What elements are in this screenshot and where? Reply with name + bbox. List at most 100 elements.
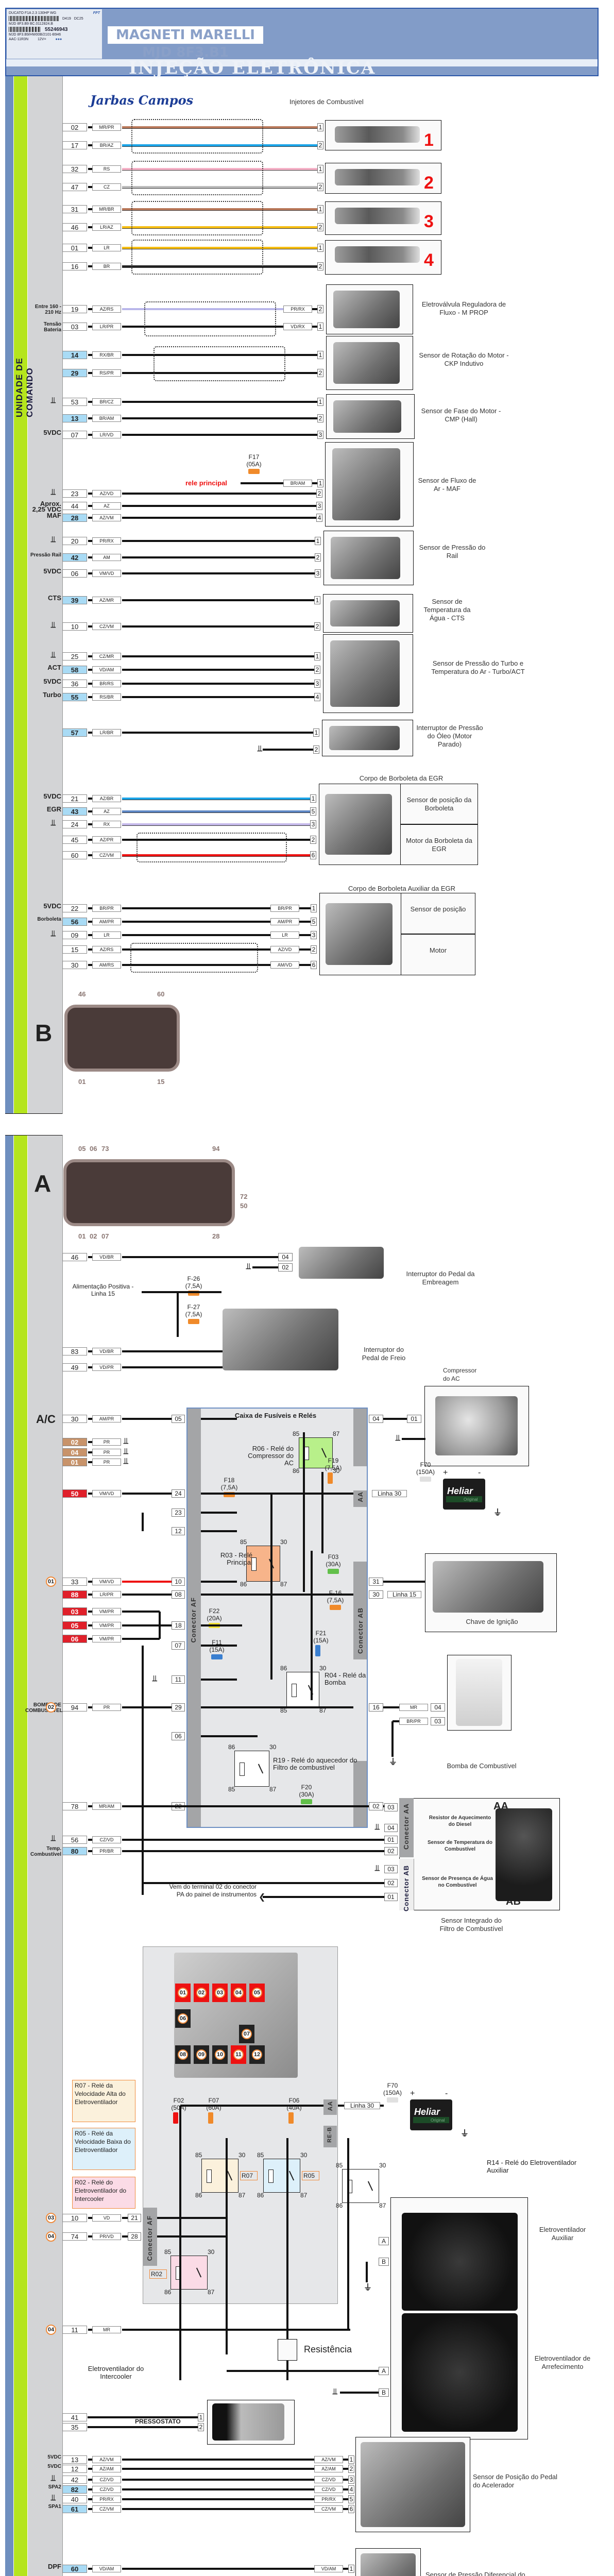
label-line4: AAC-11R3N — [9, 38, 28, 41]
wire — [122, 1366, 242, 1368]
slot-number: 07 — [242, 2029, 252, 2039]
pin-stub — [88, 2488, 92, 2490]
ecu-pin: 22 — [62, 904, 87, 912]
fuse-icon — [330, 1605, 341, 1610]
fuse-icon — [315, 1645, 320, 1656]
fuse-rating: (7,5A) — [325, 1464, 342, 1471]
sensor-photo — [330, 600, 400, 626]
section-divider — [5, 1135, 62, 1136]
terminal: 2 — [317, 183, 323, 191]
wire — [122, 964, 270, 966]
wire-color-label: RS — [92, 165, 121, 173]
pin-function-label: Pressão Rail — [30, 552, 61, 558]
wire — [402, 1438, 425, 1440]
wire — [122, 1706, 172, 1708]
pin-stub — [88, 126, 92, 128]
fuse-name: F18 — [224, 1477, 235, 1484]
ground-icon: ⫫ — [124, 1457, 128, 1466]
wire-color-label: PR/VD — [92, 2233, 121, 2240]
ground-icon: ⫫ — [51, 488, 56, 497]
terminal: 2 — [315, 553, 321, 562]
wire — [122, 1581, 172, 1583]
fuse-rating: (15A) — [313, 1637, 329, 1644]
terminal: Linha 30 — [344, 2102, 380, 2109]
terminal: 02 — [384, 1879, 398, 1887]
pin-function-label: Aprox. 2,25 VDC — [32, 500, 61, 513]
wire-color-label: MR/PR — [92, 124, 121, 131]
wire — [122, 2488, 314, 2490]
relay-pin: 87 — [238, 2192, 246, 2199]
ecu-pin: 03 — [62, 1607, 87, 1616]
terminal: 1 — [313, 728, 319, 737]
wire — [321, 1472, 323, 1553]
pin-function-label: ACT — [47, 664, 61, 671]
terminal: B — [379, 2388, 389, 2397]
ecu-pin: 25 — [62, 652, 87, 660]
wire-color-label: AM/RS — [92, 961, 121, 969]
wire — [312, 308, 317, 310]
ground-icon: ⫫ — [51, 2474, 56, 2483]
wire — [157, 2217, 227, 2219]
section-title: INJEÇÃO ELETRÔNICA — [129, 58, 376, 78]
connector-a-image — [63, 1159, 235, 1226]
ecu-pin: 74 — [62, 2232, 87, 2241]
pin-function-label: Temp. Combustível — [30, 1846, 61, 1857]
fuse-name: F21 — [315, 1630, 327, 1637]
wire-color-label: BR — [92, 263, 121, 270]
terminal: 3 — [314, 680, 320, 688]
wire — [122, 921, 270, 923]
ecu-pin: 15 — [62, 945, 87, 954]
relay-pin: 86 — [195, 2192, 202, 2199]
pin-stub — [88, 2508, 92, 2510]
wire — [122, 1839, 386, 1841]
wire-color-label: PR/RX — [92, 537, 121, 545]
aux-fan-photo — [402, 2213, 518, 2311]
wire — [122, 696, 314, 698]
ecu-pin: 88 — [62, 1590, 87, 1599]
wire-edge — [122, 188, 317, 189]
relay-pin: 30 — [319, 1665, 327, 1672]
wire-LR/AZ — [122, 226, 317, 228]
terminal: 04 — [384, 1824, 398, 1832]
wire — [122, 934, 270, 936]
wire — [122, 1611, 160, 1613]
ecu-pin: 06 — [62, 1635, 87, 1643]
ecu-pin: 94 — [62, 1703, 87, 1711]
wire-color-label: CZ/VD — [314, 2486, 343, 2493]
pin-stub — [88, 226, 92, 228]
wire-color-label: PR — [92, 1449, 121, 1456]
wire — [122, 556, 315, 558]
wire-color-label: AZ — [92, 502, 121, 510]
wire-BR — [122, 265, 317, 267]
wire — [179, 2106, 181, 2380]
pin-stub — [88, 326, 92, 328]
circle-tag: 04 — [46, 2325, 56, 2335]
terminal: 2 — [317, 262, 323, 270]
ecu-pin: 03 — [62, 323, 87, 331]
ecu-label-card: DUCATO F1A 2.3 130HP WG FPT D419 DC25 MJ… — [7, 9, 102, 59]
wire — [177, 1292, 179, 1337]
fuse-name: F03 — [328, 1553, 339, 1561]
wire — [122, 2498, 314, 2500]
relay-pin: 87 — [208, 2289, 215, 2296]
wire-color-label: BR/PR — [270, 905, 299, 912]
terminal: 5 — [348, 2495, 354, 2503]
ground-icon: ⫫ — [124, 1437, 128, 1446]
terminal: 1 — [311, 904, 317, 912]
ecu-pin: 42 — [62, 553, 87, 562]
wire-color-label: VD — [92, 2214, 121, 2222]
label-code2: DC25 — [74, 16, 83, 21]
fuse-name: F06 — [288, 2097, 300, 2104]
connector-b-letter: B — [35, 1020, 53, 1046]
terminal: 3 — [348, 2476, 354, 2484]
connector-af-right-bar — [353, 1409, 367, 1466]
connector-a-letter: A — [34, 1170, 52, 1197]
injector-photo — [335, 246, 420, 263]
fuel-pump-label: Bomba de Combustível — [447, 1762, 517, 1770]
compressor-photo — [435, 1396, 518, 1455]
aux-fan-label: Eletroventilador Auxiliar — [539, 2226, 586, 2242]
wire — [122, 823, 310, 825]
terminal: 3 — [317, 431, 323, 439]
wire-color-label: RS/PR — [92, 369, 121, 377]
ecu-pin: 05 — [62, 1621, 87, 1630]
